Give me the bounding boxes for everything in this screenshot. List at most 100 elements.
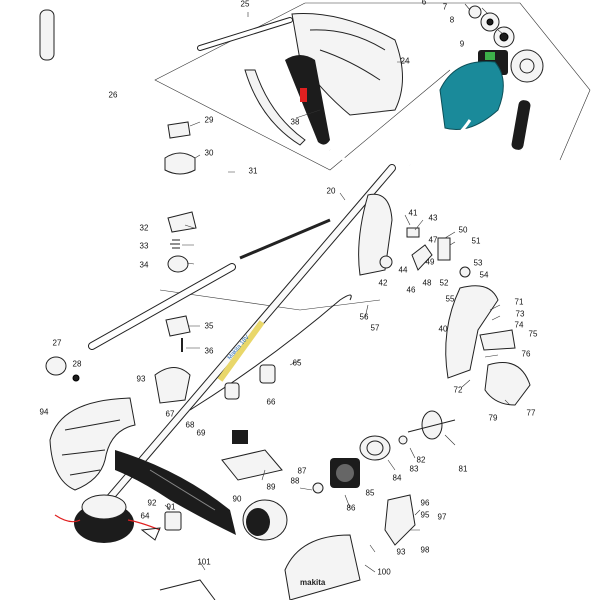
callout-93b: 93 [396,547,406,557]
part-42 [379,255,393,269]
callout-98: 98 [420,545,430,555]
callout-91: 91 [166,502,176,512]
callout-72: 72 [453,385,463,395]
bracket-95 [384,494,416,546]
callout-38: 38 [290,117,300,127]
switch-housing [358,193,393,276]
callout-7: 7 [442,2,448,12]
callout-64: 64 [140,511,150,521]
callout-36: 36 [204,346,214,356]
callout-56: 56 [359,312,369,322]
callout-87: 87 [297,466,307,476]
callout-77: 77 [526,408,536,418]
cutter-guard [115,450,236,535]
callout-89: 89 [266,482,276,492]
callout-74: 74 [514,320,524,330]
screw-28 [72,374,80,382]
callout-49: 49 [425,257,435,267]
callout-30: 30 [204,148,214,158]
callout-81: 81 [458,464,468,474]
callout-35: 35 [204,321,214,331]
callout-51: 51 [471,236,481,246]
part-53 [459,266,471,278]
callout-95: 95 [420,510,430,520]
callout-20: 20 [326,186,336,196]
part-50 [437,237,451,261]
callout-65: 65 [292,358,302,368]
knob-29 [167,121,191,139]
bearing-82 [398,435,408,445]
barrier-handle-26 [46,14,231,206]
right-grip [511,100,531,150]
part-67 [224,382,240,400]
callout-25: 25 [240,0,250,9]
callout-69: 69 [196,428,206,438]
callout-48: 48 [422,278,432,288]
callout-53: 53 [473,258,483,268]
callout-54: 54 [479,270,489,280]
part-101 [159,579,216,600]
shaft-20 [239,218,331,260]
shield-38 [244,69,306,146]
housing-40 [445,285,499,379]
clamp-35 [165,315,191,337]
callout-101: 101 [197,557,211,567]
washer-6 [468,5,482,19]
part-43 [406,227,420,238]
callout-28: 28 [72,359,82,369]
callout-85: 85 [365,488,375,498]
callout-52: 52 [439,278,449,288]
callout-42: 42 [378,278,388,288]
housing-100 [284,534,361,600]
clamp-30 [164,152,196,175]
part-66 [259,364,276,384]
callout-46: 46 [406,285,416,295]
callout-82: 82 [416,455,426,465]
callout-41: 41 [408,208,418,218]
part-46 [411,244,433,271]
callout-71: 71 [514,297,524,307]
callout-33: 33 [139,241,149,251]
spring-33 [170,239,180,249]
callout-75: 75 [528,329,538,339]
callout-92: 92 [147,498,157,508]
callout-73: 73 [515,309,525,319]
left-grip [285,55,330,145]
holder-77 [484,362,531,406]
callout-66: 66 [266,397,276,407]
callout-68: 68 [185,420,195,430]
callout-84: 84 [392,473,402,483]
ring-84 [359,435,391,461]
callout-83: 83 [409,464,419,474]
callout-47: 47 [428,235,438,245]
callout-96: 96 [420,498,430,508]
callout-93a: 93 [136,374,146,384]
callout-32: 32 [139,223,149,233]
loop-guard-24 [291,13,403,116]
part-88 [312,482,324,494]
bracket-93 [154,367,191,404]
assembly-outline-mid [159,289,381,311]
callout-90: 90 [232,494,242,504]
callout-24: 24 [400,56,410,66]
callout-97: 97 [437,512,447,522]
controller-89 [221,449,283,481]
callout-29: 29 [204,115,214,125]
holder-32 [167,211,197,233]
callout-94: 94 [39,407,49,417]
part-91 [164,511,182,531]
callout-100: 100 [377,567,391,577]
callout-79: 79 [488,413,498,423]
callout-40: 40 [438,324,448,334]
assembly-outline-right [305,2,591,161]
callout-44: 44 [398,265,408,275]
callout-86: 86 [346,503,356,513]
callout-9: 9 [459,39,465,49]
callout-34: 34 [139,260,149,270]
clamp-27 [45,356,67,376]
guard-94 [49,397,136,491]
callout-88: 88 [290,476,300,486]
callout-55: 55 [445,294,455,304]
